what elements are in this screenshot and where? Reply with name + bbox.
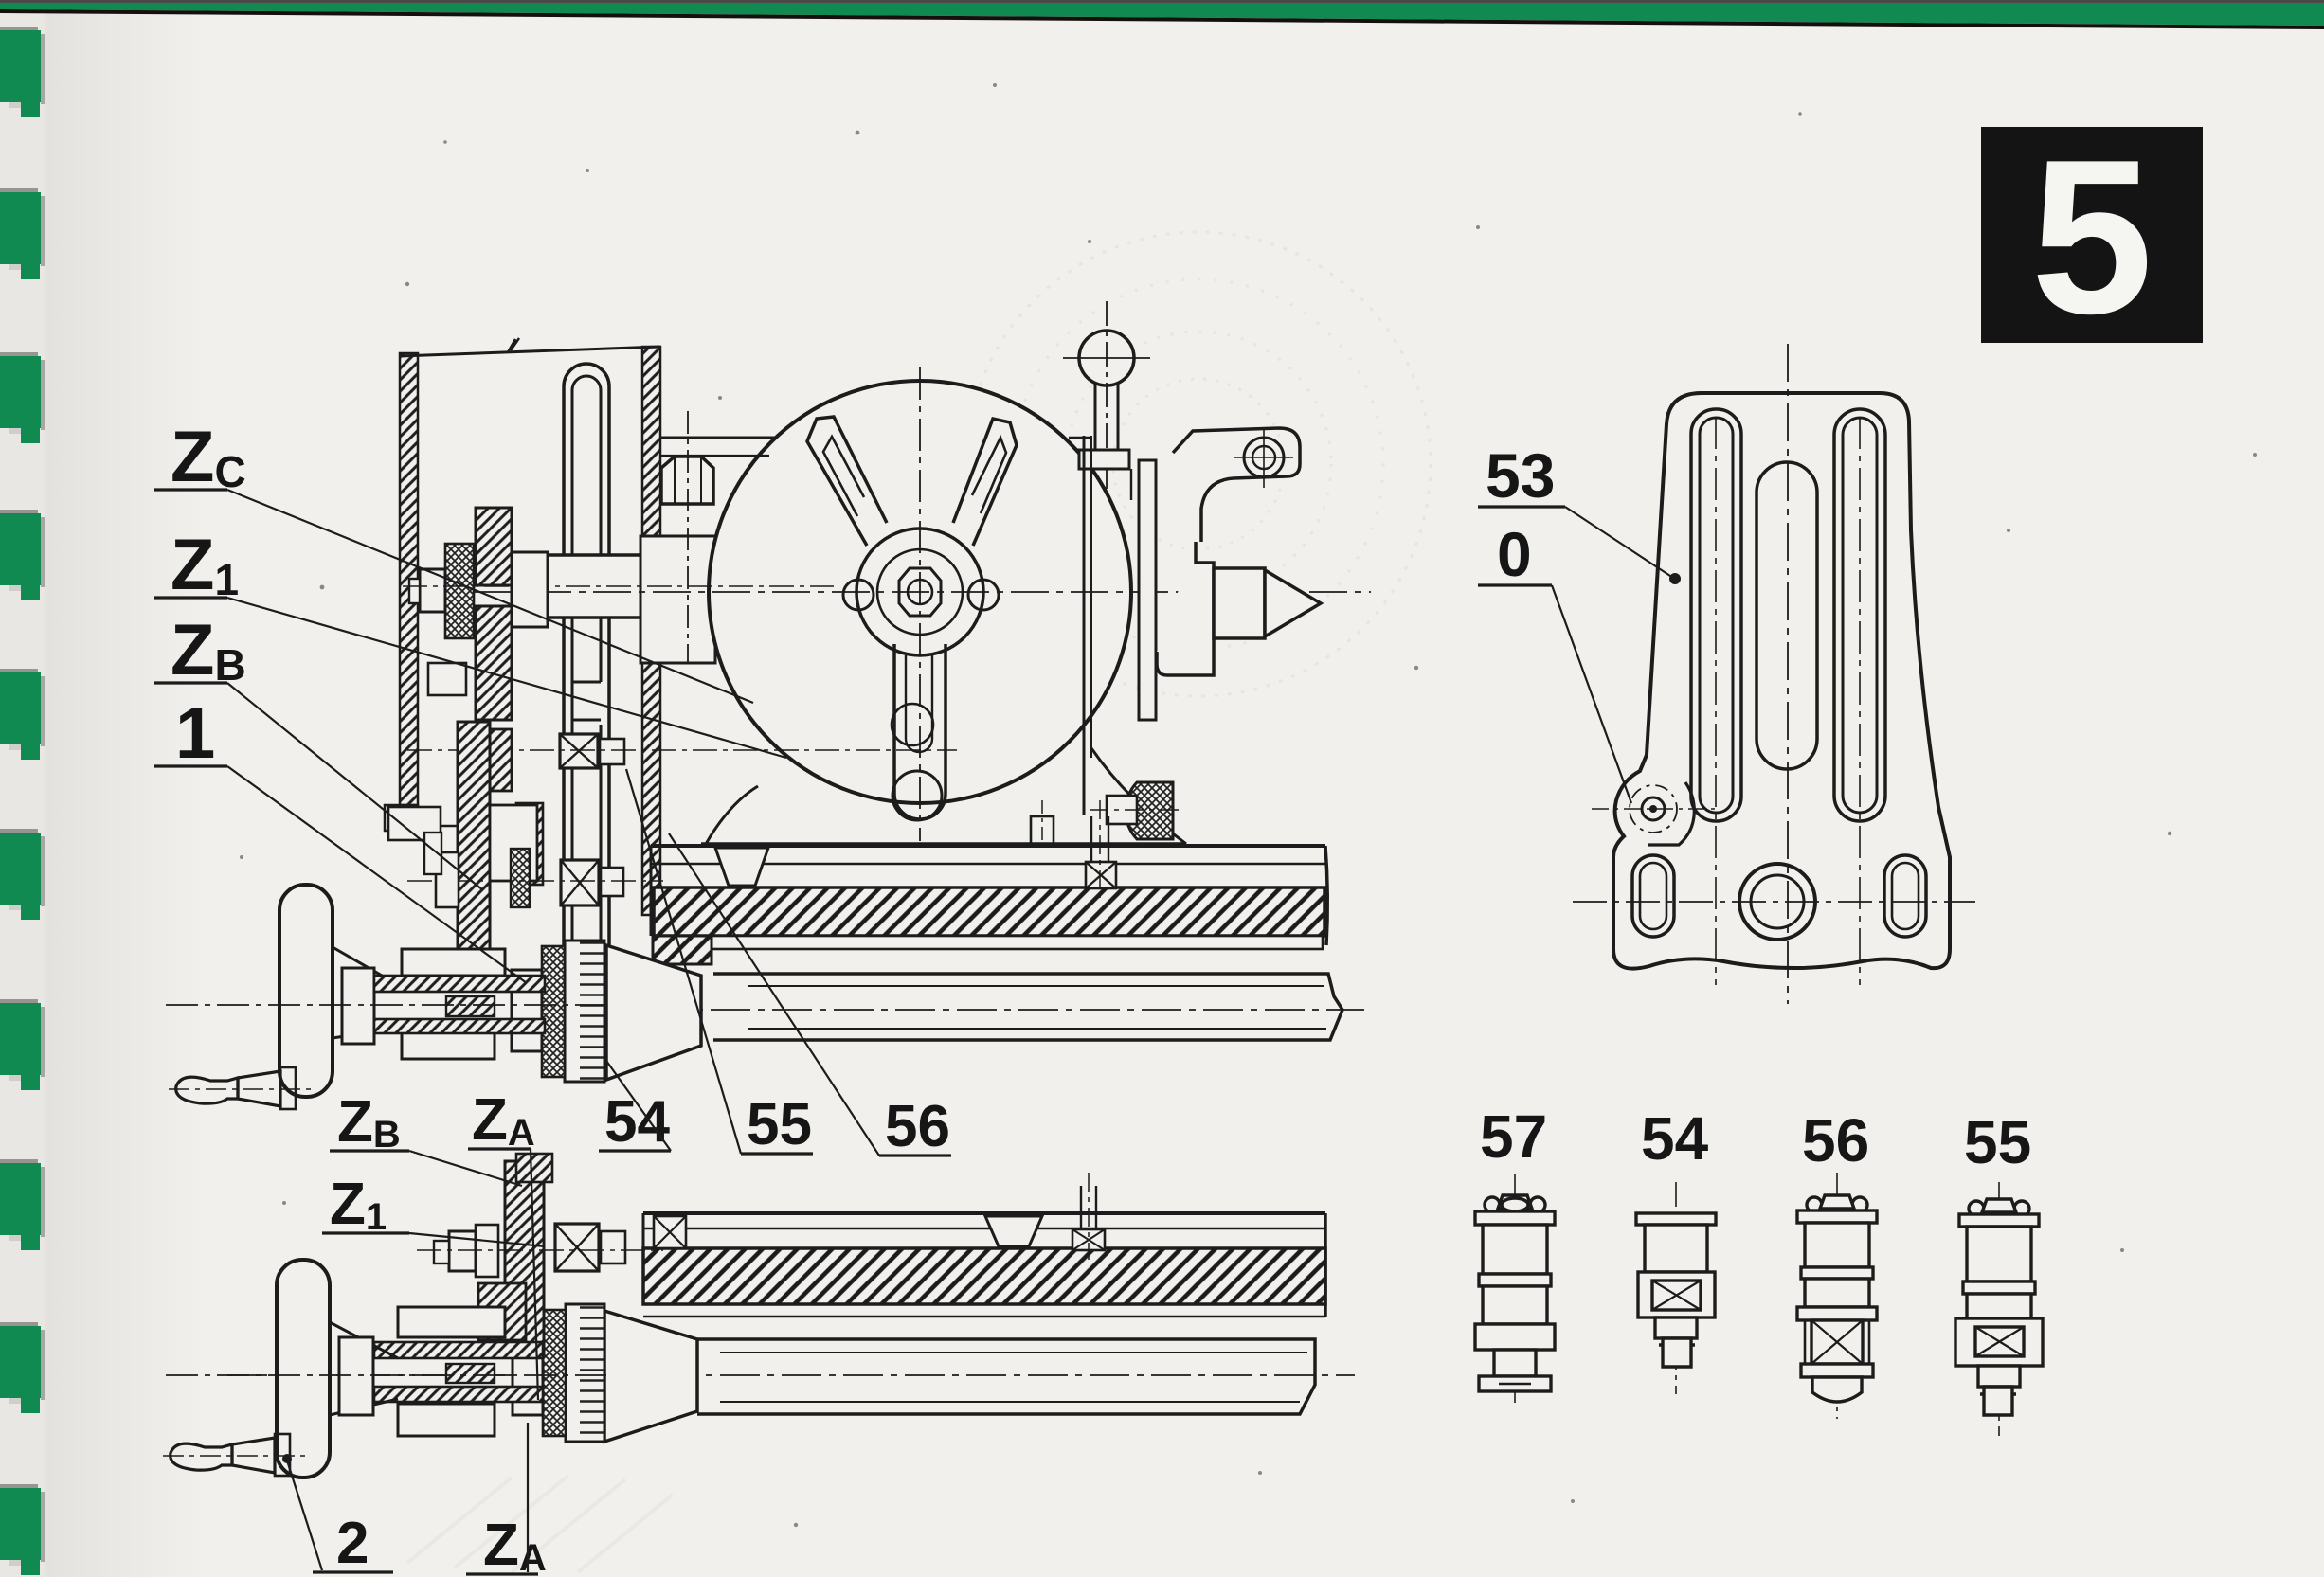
svg-text:57: 57 (1480, 1102, 1547, 1171)
svg-text:5: 5 (2030, 115, 2153, 360)
svg-text:0: 0 (1497, 519, 1532, 589)
svg-text:56: 56 (1802, 1106, 1869, 1174)
svg-text:54: 54 (1641, 1104, 1709, 1173)
svg-text:ZA: ZA (483, 1513, 547, 1577)
svg-text:55: 55 (1964, 1108, 2031, 1176)
svg-text:1: 1 (175, 693, 215, 774)
svg-text:55: 55 (747, 1092, 812, 1157)
svg-text:54: 54 (604, 1089, 670, 1155)
svg-text:53: 53 (1486, 440, 1555, 511)
svg-text:56: 56 (885, 1094, 950, 1159)
svg-text:2: 2 (336, 1511, 369, 1576)
